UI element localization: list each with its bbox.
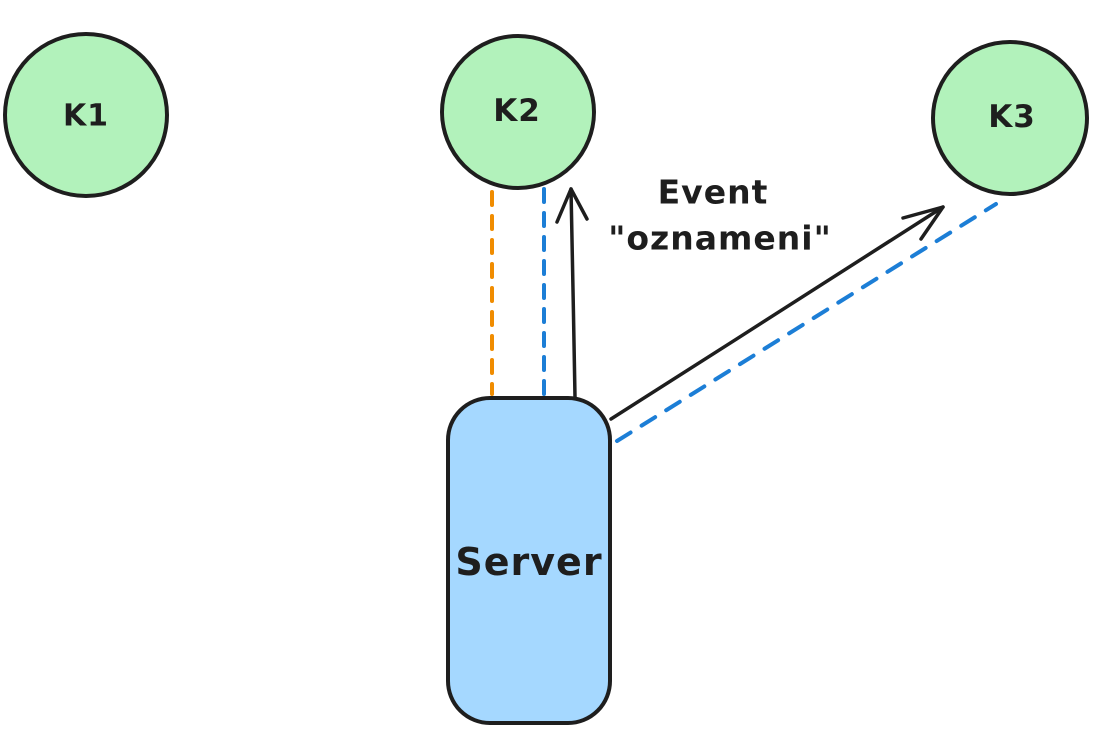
node-k1-circle	[3, 32, 169, 198]
node-k3-label: K3	[988, 99, 1036, 135]
edge-server-k3-blue-dashed-line	[615, 202, 998, 443]
arrow-server-to-k2-shaft	[569, 187, 577, 399]
node-k2-circle	[440, 34, 596, 190]
arrow-server-to-k3-head	[901, 205, 945, 241]
event-annotation-line1: Event	[658, 173, 769, 212]
arrow-server-to-k2-head	[555, 187, 589, 224]
node-server-rect	[446, 396, 612, 725]
node-k3-circle	[931, 40, 1089, 196]
node-server-label: Server	[455, 540, 602, 584]
arrow-server-to-k2	[555, 187, 589, 399]
arrow-server-to-k3	[609, 205, 945, 421]
node-k1-label: K1	[63, 99, 109, 134]
arrow-server-to-k3-shaft	[609, 205, 945, 421]
event-annotation-line2: "oznameni"	[608, 219, 832, 258]
node-k2-label: K2	[493, 93, 541, 129]
